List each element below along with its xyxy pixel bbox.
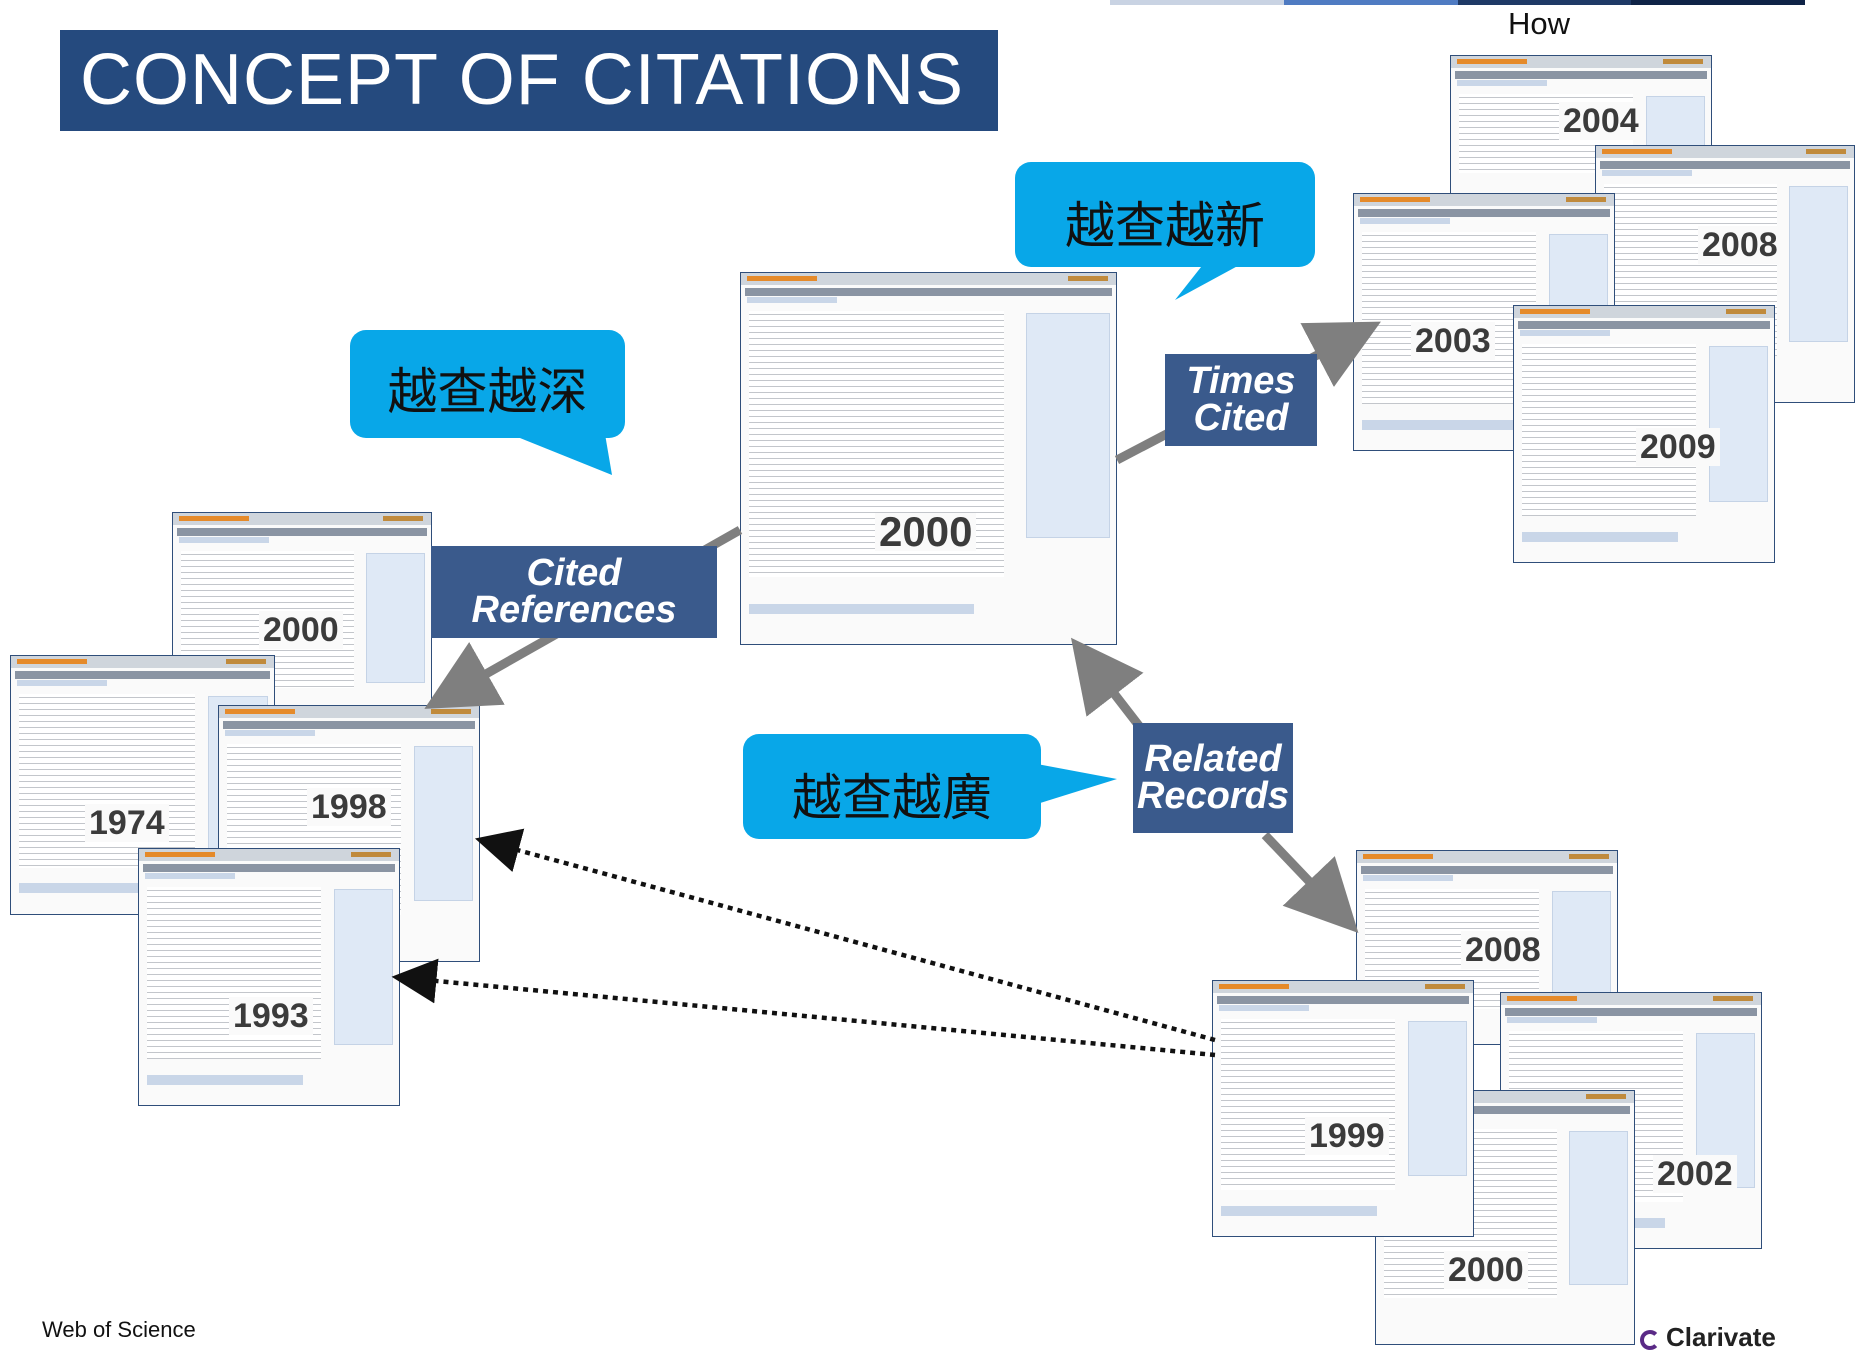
record-year: 2000 [259,611,343,649]
top-accent-segment [1283,0,1458,5]
record-year: 2004 [1559,102,1643,140]
label-line: Times [1186,360,1296,402]
record-thumbnail-center-2000: 2000 [740,272,1117,645]
callout-broader: 越查越廣 [743,734,1117,839]
callout-text: 越查越深 [387,363,588,421]
speech-bubble-shape [350,330,625,475]
slide-title: CONCEPT OF CITATIONS [60,30,998,131]
record-year: 2000 [1444,1251,1528,1289]
record-thumbnail-citing-2004: 2004 [1450,55,1712,200]
record-year: 1993 [229,997,313,1035]
top-accent-segment [1457,0,1632,5]
label-line: Cited [526,552,622,594]
top-accent-bar [1110,0,1805,5]
label-times-cited: Times Cited [1165,354,1317,446]
label-line: Cited [1193,397,1289,439]
callout-text: 越查越廣 [792,769,992,827]
record-year: 2008 [1461,931,1545,969]
arrow-related-down [1261,831,1359,934]
record-thumbnail-related-1999: 1999 [1212,980,1474,1237]
speech-bubble-shape [1015,162,1315,300]
record-year: 2009 [1636,428,1720,466]
label-cited-references: Cited References [431,546,717,638]
record-year: 2000 [875,511,977,553]
record-thumbnail-citing-2009: 2009 [1513,305,1775,563]
record-year: 1999 [1305,1117,1389,1155]
record-year: 1998 [307,788,391,826]
record-year: 1974 [85,804,169,842]
record-year: 2003 [1411,322,1495,360]
top-accent-segment [1631,0,1805,5]
label-line: References [471,589,677,631]
clarivate-logo-icon [1640,1330,1660,1350]
footer-brand-right: Clarivate [1640,1322,1776,1353]
speech-bubble-shape [743,734,1117,839]
label-related-records: Related Records [1133,723,1293,833]
callout-deeper: 越查越深 [350,330,625,475]
dotted-link-1993 [391,958,1216,1058]
dotted-link-1998 [474,828,1216,1043]
top-accent-segment [1110,0,1284,5]
header-tag: How [1508,6,1571,41]
footer-brand-text: Clarivate [1666,1322,1776,1352]
label-line: Records [1136,775,1290,817]
record-year: 2008 [1698,226,1782,264]
callout-newer: 越查越新 [1015,162,1315,300]
record-year: 2002 [1653,1155,1737,1193]
label-line: Related [1144,738,1282,780]
footer-brand-left: Web of Science [42,1317,196,1342]
record-thumbnail-cited-1993: 1993 [138,848,400,1106]
callout-text: 越查越新 [1065,197,1265,255]
